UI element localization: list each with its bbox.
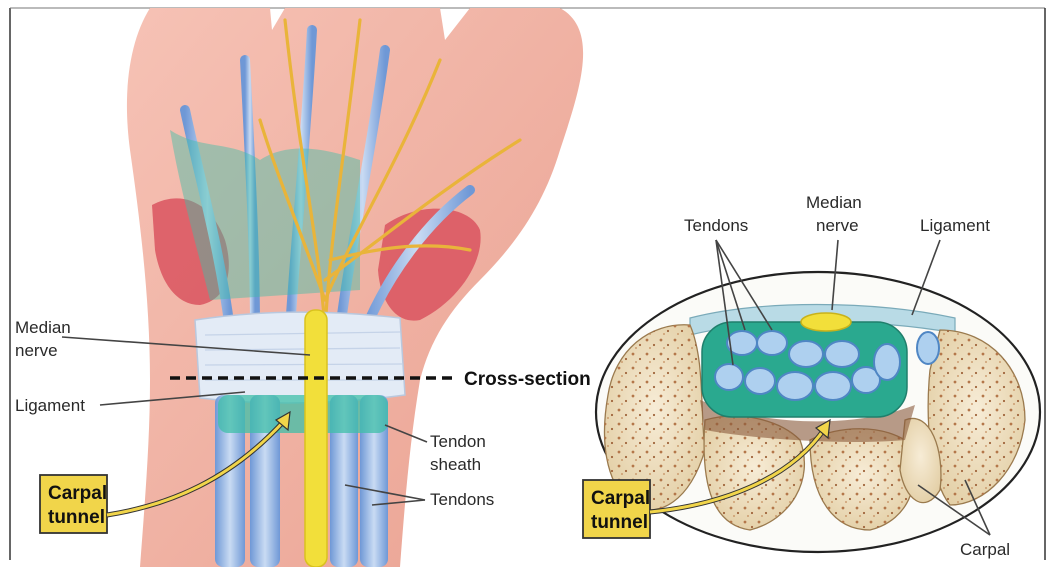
label-median-nerve-2: nerve <box>15 341 58 360</box>
label-median-nerve-right-1: Median <box>806 193 862 212</box>
label-carpal: Carpal <box>960 540 1010 559</box>
hand-illustration <box>127 8 583 567</box>
label-median-nerve-right-2: nerve <box>816 216 859 235</box>
left-callout-line-1: Carpal <box>48 483 107 504</box>
label-median-nerve-1: Median <box>15 318 71 337</box>
label-tendon-sheath-2: sheath <box>430 455 481 474</box>
right-callout-line-1: Carpal <box>591 488 650 509</box>
label-ligament: Ligament <box>15 396 85 415</box>
median-nerve-section <box>801 313 851 331</box>
right-callout-line-2: tunnel <box>591 512 648 533</box>
label-tendons: Tendons <box>430 490 494 509</box>
median-nerve-trunk <box>305 310 327 567</box>
label-tendons-right: Tendons <box>684 216 748 235</box>
label-cross-section: Cross-section <box>464 369 591 390</box>
left-callout-line-2: tunnel <box>48 507 105 528</box>
label-ligament-right: Ligament <box>920 216 990 235</box>
label-tendon-sheath-1: Tendon <box>430 432 486 451</box>
transverse-ligament <box>195 312 405 403</box>
